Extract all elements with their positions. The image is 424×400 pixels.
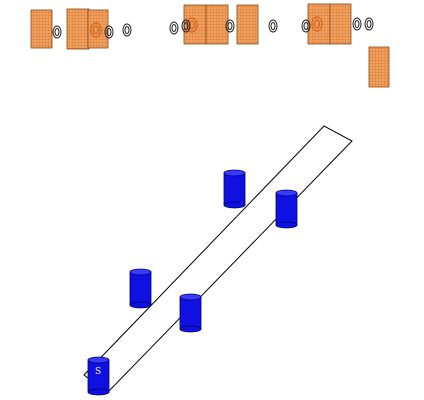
coil-ring-icon bbox=[169, 21, 179, 35]
coil-ring-icon bbox=[104, 25, 114, 39]
block-icon bbox=[368, 46, 390, 88]
start-label: S bbox=[95, 367, 101, 377]
coil-ring-icon bbox=[364, 17, 374, 31]
coil-ring-icon bbox=[122, 23, 132, 37]
cylinder-icon bbox=[129, 268, 152, 309]
start-cylinder-icon: S bbox=[87, 356, 110, 396]
block-icon bbox=[205, 4, 229, 45]
coil-ring-icon bbox=[268, 19, 278, 33]
coil-ring-icon bbox=[181, 19, 191, 33]
swirl-emblem-icon bbox=[90, 22, 102, 38]
cylinders: S bbox=[87, 169, 298, 396]
block-icon bbox=[329, 3, 352, 45]
coil-ring-icon bbox=[52, 25, 62, 39]
block-icon bbox=[236, 4, 259, 45]
coil-ring-icon bbox=[301, 19, 311, 33]
top-row bbox=[30, 3, 390, 88]
track-path bbox=[83, 125, 353, 394]
cylinder-icon bbox=[179, 293, 202, 333]
cylinder-icon bbox=[223, 169, 246, 209]
block-icon bbox=[30, 9, 53, 49]
swirl-emblem-icon bbox=[311, 16, 323, 32]
block-icon bbox=[66, 8, 90, 50]
cylinder-icon bbox=[275, 189, 298, 229]
coil-ring-icon bbox=[352, 17, 362, 31]
coil-ring-icon bbox=[225, 19, 235, 33]
